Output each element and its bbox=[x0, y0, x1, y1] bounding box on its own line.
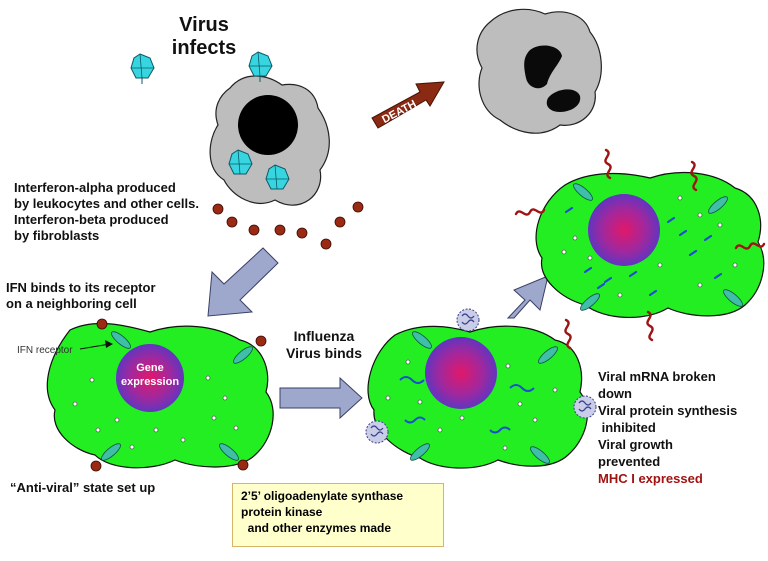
gene-expression-line-2: expression bbox=[120, 376, 180, 388]
influenza-virus-icon bbox=[365, 420, 389, 444]
signal-arrow bbox=[207, 247, 279, 317]
virus-icon bbox=[228, 149, 253, 175]
influenza-binds-label: Influenza Virus binds bbox=[286, 328, 362, 362]
mhc-i-molecule-icon bbox=[514, 148, 766, 350]
cell-granules bbox=[385, 359, 558, 451]
death-label: DEATH bbox=[380, 98, 418, 126]
antiviral-state-label: “Anti-viral” state set up bbox=[10, 480, 156, 495]
antiviral-cell bbox=[535, 171, 765, 318]
enzymes-line-2: protein kinase bbox=[241, 505, 323, 519]
virus-infects-title: Virus infects bbox=[168, 14, 240, 60]
mrna-squiggles bbox=[399, 376, 535, 434]
death-arrow bbox=[371, 81, 445, 129]
enzymes-line-3: and other enzymes made bbox=[241, 521, 392, 535]
mhc-expressed-label: MHC I expressed bbox=[598, 471, 703, 486]
cell-granules bbox=[72, 375, 239, 450]
influenza-line-1: Influenza bbox=[293, 328, 355, 344]
effects-line-5: Viral growth bbox=[598, 437, 673, 452]
receptor-pointer bbox=[79, 343, 111, 350]
antiviral-effects-label: Viral mRNA broken down Viral protein syn… bbox=[598, 368, 737, 487]
gene-expression-line-1: Gene bbox=[136, 362, 164, 374]
influenza-bound-cell bbox=[367, 325, 588, 469]
mrna-fragments bbox=[564, 206, 723, 297]
effects-line-4: inhibited bbox=[598, 420, 656, 435]
influenza-line-2: Virus binds bbox=[286, 345, 362, 361]
ifn-binds-line-2: on a neighboring cell bbox=[6, 296, 137, 311]
title-line-2: infects bbox=[171, 37, 237, 59]
ifn-receptor-label: IFN receptor bbox=[17, 345, 73, 356]
interferon-line-2: by leukocytes and other cells. bbox=[14, 196, 199, 211]
gene-expression-label: Gene expression bbox=[118, 361, 182, 389]
title-line-1: Virus bbox=[179, 14, 229, 36]
virus-icon bbox=[248, 51, 273, 82]
enzymes-line-1: 2’5’ oligoadenylate synthase bbox=[241, 489, 404, 503]
enzymes-made-box: 2’5’ oligoadenylate synthase protein kin… bbox=[232, 483, 444, 547]
ifn-receptor bbox=[573, 183, 743, 311]
virus-icon bbox=[265, 164, 290, 190]
interferon-production-label: Interferon-alpha produced by leukocytes … bbox=[14, 180, 199, 244]
neighbor-cell bbox=[46, 322, 274, 469]
virus-icon bbox=[130, 53, 155, 84]
effects-line-1: Viral mRNA broken bbox=[598, 369, 716, 384]
ifn-receptor bbox=[90, 318, 267, 472]
interferon-line-3: Interferon-beta produced bbox=[14, 212, 169, 227]
ifn-receptor bbox=[410, 331, 558, 464]
effects-line-6: prevented bbox=[598, 454, 661, 469]
process-arrow bbox=[279, 376, 363, 420]
interferon-line-1: Interferon-alpha produced bbox=[14, 180, 176, 195]
effects-line-3: Viral protein synthesis bbox=[598, 403, 738, 418]
receptor-pointer-head bbox=[105, 340, 113, 348]
cell-granules bbox=[561, 195, 738, 298]
outcome-arrow bbox=[506, 275, 549, 319]
interferon-dots bbox=[212, 201, 364, 250]
effects-line-2: down bbox=[598, 386, 632, 401]
ifn-binds-label: IFN binds to its receptor on a neighbori… bbox=[6, 280, 156, 312]
ifn-binds-line-1: IFN binds to its receptor bbox=[6, 280, 156, 295]
influenza-virus-icon bbox=[573, 395, 597, 419]
influenza-virus-icon bbox=[456, 308, 480, 332]
dead-cell bbox=[476, 8, 602, 134]
interferon-line-4: by fibroblasts bbox=[14, 228, 100, 243]
